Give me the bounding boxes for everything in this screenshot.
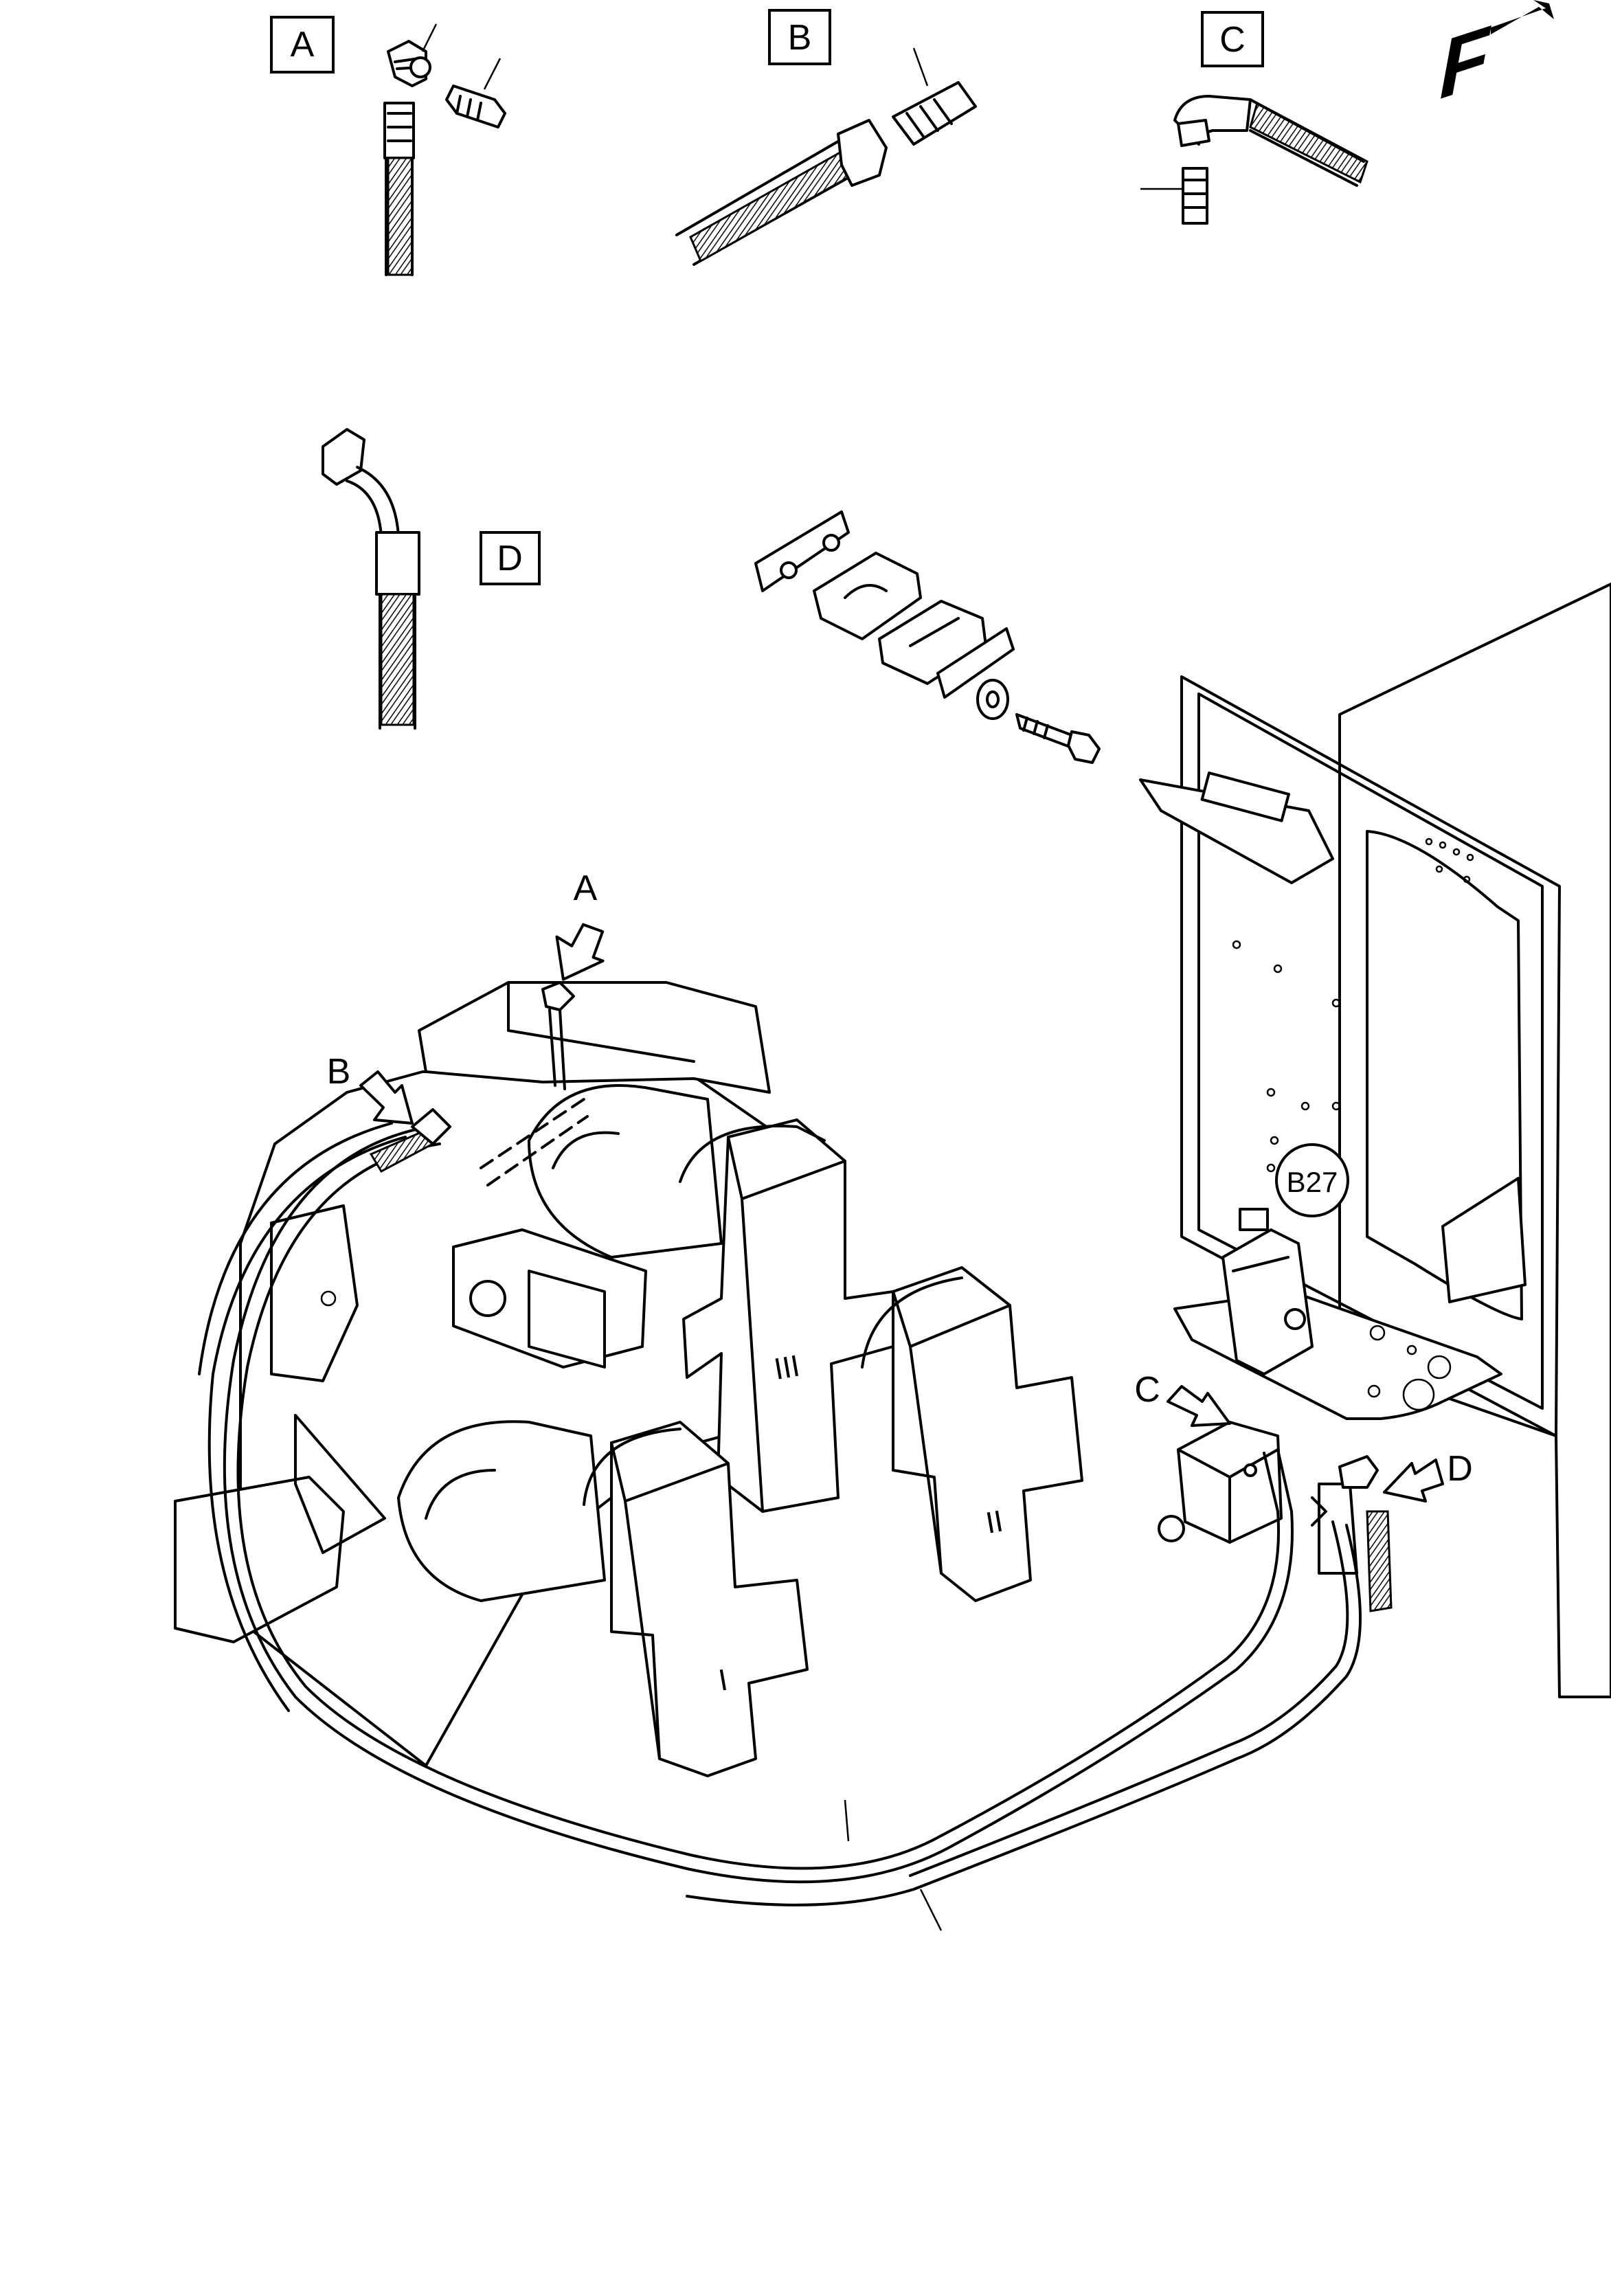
callout-d: D	[1383, 1449, 1473, 1502]
engine-mount-1: I	[583, 1421, 809, 1777]
clamp-bottom-plate	[936, 627, 1015, 699]
detail-d: D	[322, 428, 541, 730]
engine-mount-2: II	[861, 1266, 1083, 1602]
orientation-letter: F	[1439, 8, 1491, 117]
engine-mount-3: III	[679, 1118, 894, 1513]
arrow-d-icon	[1383, 1459, 1444, 1502]
arrow-c-icon	[1167, 1385, 1231, 1427]
detail-c: C	[1140, 11, 1368, 225]
detail-box-c	[1201, 11, 1264, 67]
hose-clamp-kit	[754, 510, 1101, 764]
callout-b: B	[327, 1052, 414, 1125]
detail-box-b	[768, 9, 831, 65]
detail-b: B	[675, 9, 977, 266]
orientation-mark: F	[1439, 0, 1554, 117]
detail-box-d	[480, 531, 541, 585]
detail-a: A	[270, 16, 506, 276]
upper-fitting-a	[541, 981, 575, 1090]
clamp-top-plate	[754, 510, 850, 592]
elbow-fitting-c-icon	[1140, 119, 1210, 225]
main-hose-run	[198, 981, 1393, 1931]
arrow-a-icon	[555, 923, 605, 981]
arrow-b-icon	[359, 1070, 414, 1125]
frame-bracket	[1441, 1177, 1526, 1303]
callout-b-label: B	[327, 1052, 351, 1092]
straight-union-fitting-b-icon	[892, 47, 977, 146]
detail-box-a-label: A	[291, 25, 315, 65]
engine-assembly: III II I	[174, 981, 1083, 1777]
callout-d-label: D	[1447, 1449, 1473, 1489]
straight-union-fitting-icon	[445, 58, 506, 128]
hose-a	[383, 102, 415, 276]
callout-c-label: C	[1134, 1370, 1160, 1410]
elbow-hose-d	[322, 428, 420, 730]
callout-c: C	[1134, 1370, 1231, 1427]
elbow-fitting-icon	[387, 23, 438, 87]
mount-3-label: III	[771, 1349, 802, 1386]
forward-arrow-icon	[1491, 0, 1554, 34]
lower-valve-block	[1158, 1421, 1283, 1544]
component-b27-label: B27	[1287, 1166, 1338, 1198]
detail-box-b-label: B	[788, 18, 812, 58]
detail-box-d-label: D	[497, 539, 523, 578]
component-b27-callout: B27	[1275, 1143, 1349, 1217]
clamp-half-upper	[813, 552, 922, 640]
bolt-icon	[1015, 713, 1101, 764]
frame-holes	[1232, 837, 1474, 1173]
callout-a: A	[555, 868, 605, 981]
hose-b	[675, 119, 888, 266]
washer-icon	[976, 679, 1009, 720]
upper-fitting-b	[411, 1108, 451, 1145]
detail-box-c-label: C	[1219, 20, 1246, 60]
hydraulic-valve-block	[1221, 1208, 1314, 1375]
detail-box-a	[270, 16, 335, 74]
callout-a-label: A	[574, 868, 598, 908]
mounting-frame: B27	[1139, 583, 1611, 1698]
